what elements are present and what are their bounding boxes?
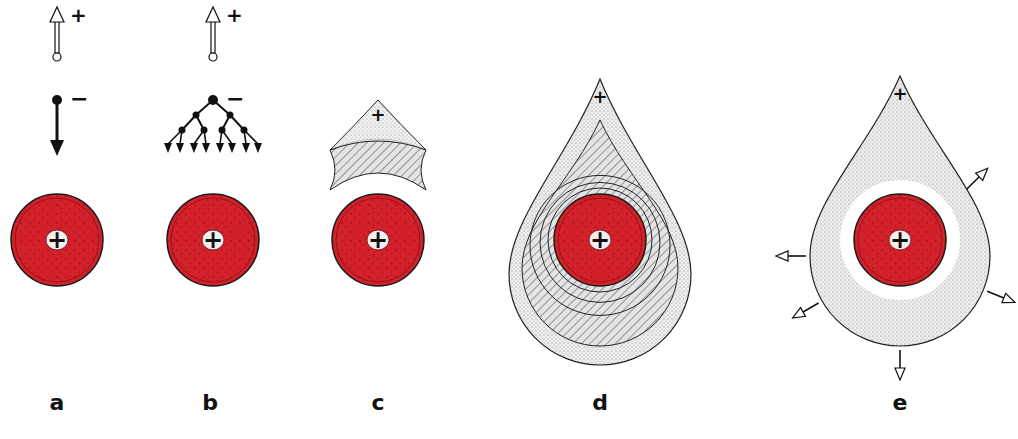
charge-sign: +	[808, 85, 992, 103]
positive-arrow	[50, 7, 64, 61]
arrow-head	[242, 143, 250, 153]
charge-cloud: ++	[507, 78, 693, 368]
cell-texture	[555, 195, 645, 285]
panel-letter: d	[592, 392, 608, 414]
cell-rim	[15, 198, 99, 282]
cell-circle: +	[10, 193, 104, 287]
cell-body	[554, 194, 646, 286]
charge-sign: +	[326, 106, 430, 124]
ring-outline	[540, 182, 660, 302]
branching-arrows	[164, 95, 262, 153]
charge-sign: +	[203, 228, 223, 252]
dotted-drop	[509, 79, 691, 365]
branch-dot	[193, 112, 200, 119]
cell-rim	[171, 198, 255, 282]
outward-arrow	[987, 291, 1015, 302]
charge-sign: −	[70, 88, 88, 110]
ring-outline	[548, 188, 652, 292]
branch-dot	[241, 127, 248, 134]
panel-letter: a	[50, 392, 65, 414]
charge-cloud: +	[326, 98, 430, 194]
arrow-head	[254, 143, 262, 153]
arrow-head	[228, 143, 236, 153]
cell-rim	[558, 198, 642, 282]
arrow-head	[176, 143, 184, 153]
positive-arrow	[206, 7, 220, 61]
charge-cloud: ++	[808, 75, 992, 347]
charge-sign: +	[590, 228, 610, 252]
cell-texture	[333, 195, 423, 285]
charge-sign: +	[368, 228, 388, 252]
branch-dot	[201, 127, 208, 134]
charge-sign: +	[890, 228, 910, 252]
panel-letter: b	[202, 392, 218, 414]
dotted-drop	[810, 76, 990, 346]
cell-circle: +	[853, 193, 947, 287]
hatched-drop	[522, 120, 678, 346]
cell-body	[167, 194, 259, 286]
arrow-head	[216, 143, 224, 153]
charge-sign: −	[226, 88, 244, 110]
negative-arrow	[50, 95, 64, 156]
charge-sign: +	[226, 5, 243, 25]
branch-dot	[179, 127, 186, 134]
branch-dot	[208, 95, 218, 105]
cell-body	[11, 194, 103, 286]
outward-arrow	[776, 251, 806, 261]
cell-circle: +	[166, 193, 260, 287]
panel-letter: c	[371, 392, 384, 414]
branch-dot	[219, 127, 226, 134]
charge-sign: +	[70, 5, 87, 25]
ring-outline	[530, 175, 670, 315]
outward-arrow	[966, 168, 987, 189]
cell-texture	[12, 195, 102, 285]
cell-body	[332, 194, 424, 286]
arrow-head	[202, 143, 210, 153]
panel-letter: e	[893, 392, 908, 414]
cell-texture	[168, 195, 258, 285]
clear-ring	[840, 180, 960, 300]
cell-rim	[336, 198, 420, 282]
cell-texture	[855, 195, 945, 285]
arrow-head	[190, 143, 198, 153]
branch-dot	[227, 112, 234, 119]
arrow-head	[164, 143, 172, 153]
cell-circle: +	[553, 193, 647, 287]
cell-rim	[858, 198, 942, 282]
cell-body	[854, 194, 946, 286]
hatched-crescent	[330, 139, 426, 190]
cell-circle: +	[331, 193, 425, 287]
outward-arrow	[793, 303, 819, 318]
charge-sign: +	[507, 88, 693, 106]
charge-sign: +	[47, 228, 67, 252]
outward-arrow	[895, 350, 905, 380]
